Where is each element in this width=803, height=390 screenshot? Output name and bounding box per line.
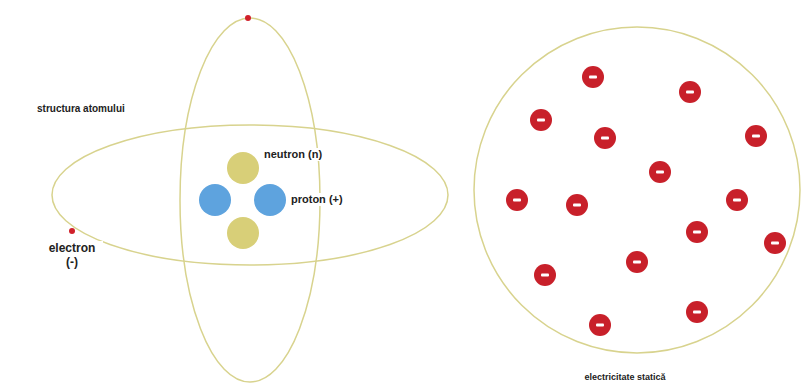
minus-sign — [537, 118, 545, 121]
negative-charge — [594, 127, 616, 149]
proton-ball — [199, 184, 231, 216]
negative-charge — [726, 189, 748, 211]
minus-sign — [596, 323, 604, 326]
minus-sign — [601, 136, 609, 139]
charge-ball — [679, 81, 701, 103]
atom — [52, 15, 448, 382]
part-label: electron (-) — [41, 241, 103, 270]
electron-dot — [245, 15, 251, 21]
negative-charge — [566, 194, 588, 216]
minus-sign — [771, 241, 779, 244]
minus-sign — [686, 90, 694, 93]
negative-charge — [626, 251, 648, 273]
negative-charge — [745, 125, 767, 147]
heading-label: structura atomului — [35, 103, 127, 115]
negative-charge — [530, 109, 552, 131]
neutron-ball — [227, 217, 259, 249]
minus-sign — [541, 273, 549, 276]
negative-charge — [649, 161, 671, 183]
negative-charge — [582, 66, 604, 88]
negative-charge — [679, 81, 701, 103]
negative-charge — [764, 232, 786, 254]
minus-sign — [513, 198, 521, 201]
charge-ball — [589, 314, 611, 336]
charge-ball — [686, 301, 708, 323]
charge-ball — [534, 264, 556, 286]
charge-ball — [626, 251, 648, 273]
charge-ball — [726, 189, 748, 211]
negative-charge — [534, 264, 556, 286]
part-label: proton (+) — [289, 193, 345, 206]
minus-sign — [573, 203, 581, 206]
minus-sign — [633, 260, 641, 263]
minus-sign — [733, 198, 741, 201]
static-charge — [474, 27, 800, 353]
charge-ball — [764, 232, 786, 254]
neutron-ball — [227, 152, 259, 184]
charge-ball — [686, 221, 708, 243]
negative-charge — [589, 314, 611, 336]
minus-sign — [589, 75, 597, 78]
part-label: neutron (n) — [262, 148, 324, 161]
charge-ball — [582, 66, 604, 88]
orbit — [52, 125, 448, 265]
charge-ball — [530, 109, 552, 131]
charge-ball — [594, 127, 616, 149]
charge-region — [474, 27, 800, 353]
electron-dot — [69, 228, 75, 234]
charge-ball — [566, 194, 588, 216]
minus-sign — [693, 310, 701, 313]
minus-sign — [656, 170, 664, 173]
negative-charge — [686, 221, 708, 243]
caption-label: electricitate statică — [582, 372, 667, 383]
charge-ball — [506, 189, 528, 211]
minus-sign — [693, 230, 701, 233]
charge-ball — [649, 161, 671, 183]
proton-ball — [254, 184, 286, 216]
charge-group — [506, 66, 786, 336]
negative-charge — [686, 301, 708, 323]
charge-ball — [745, 125, 767, 147]
minus-sign — [752, 134, 760, 137]
negative-charge — [506, 189, 528, 211]
